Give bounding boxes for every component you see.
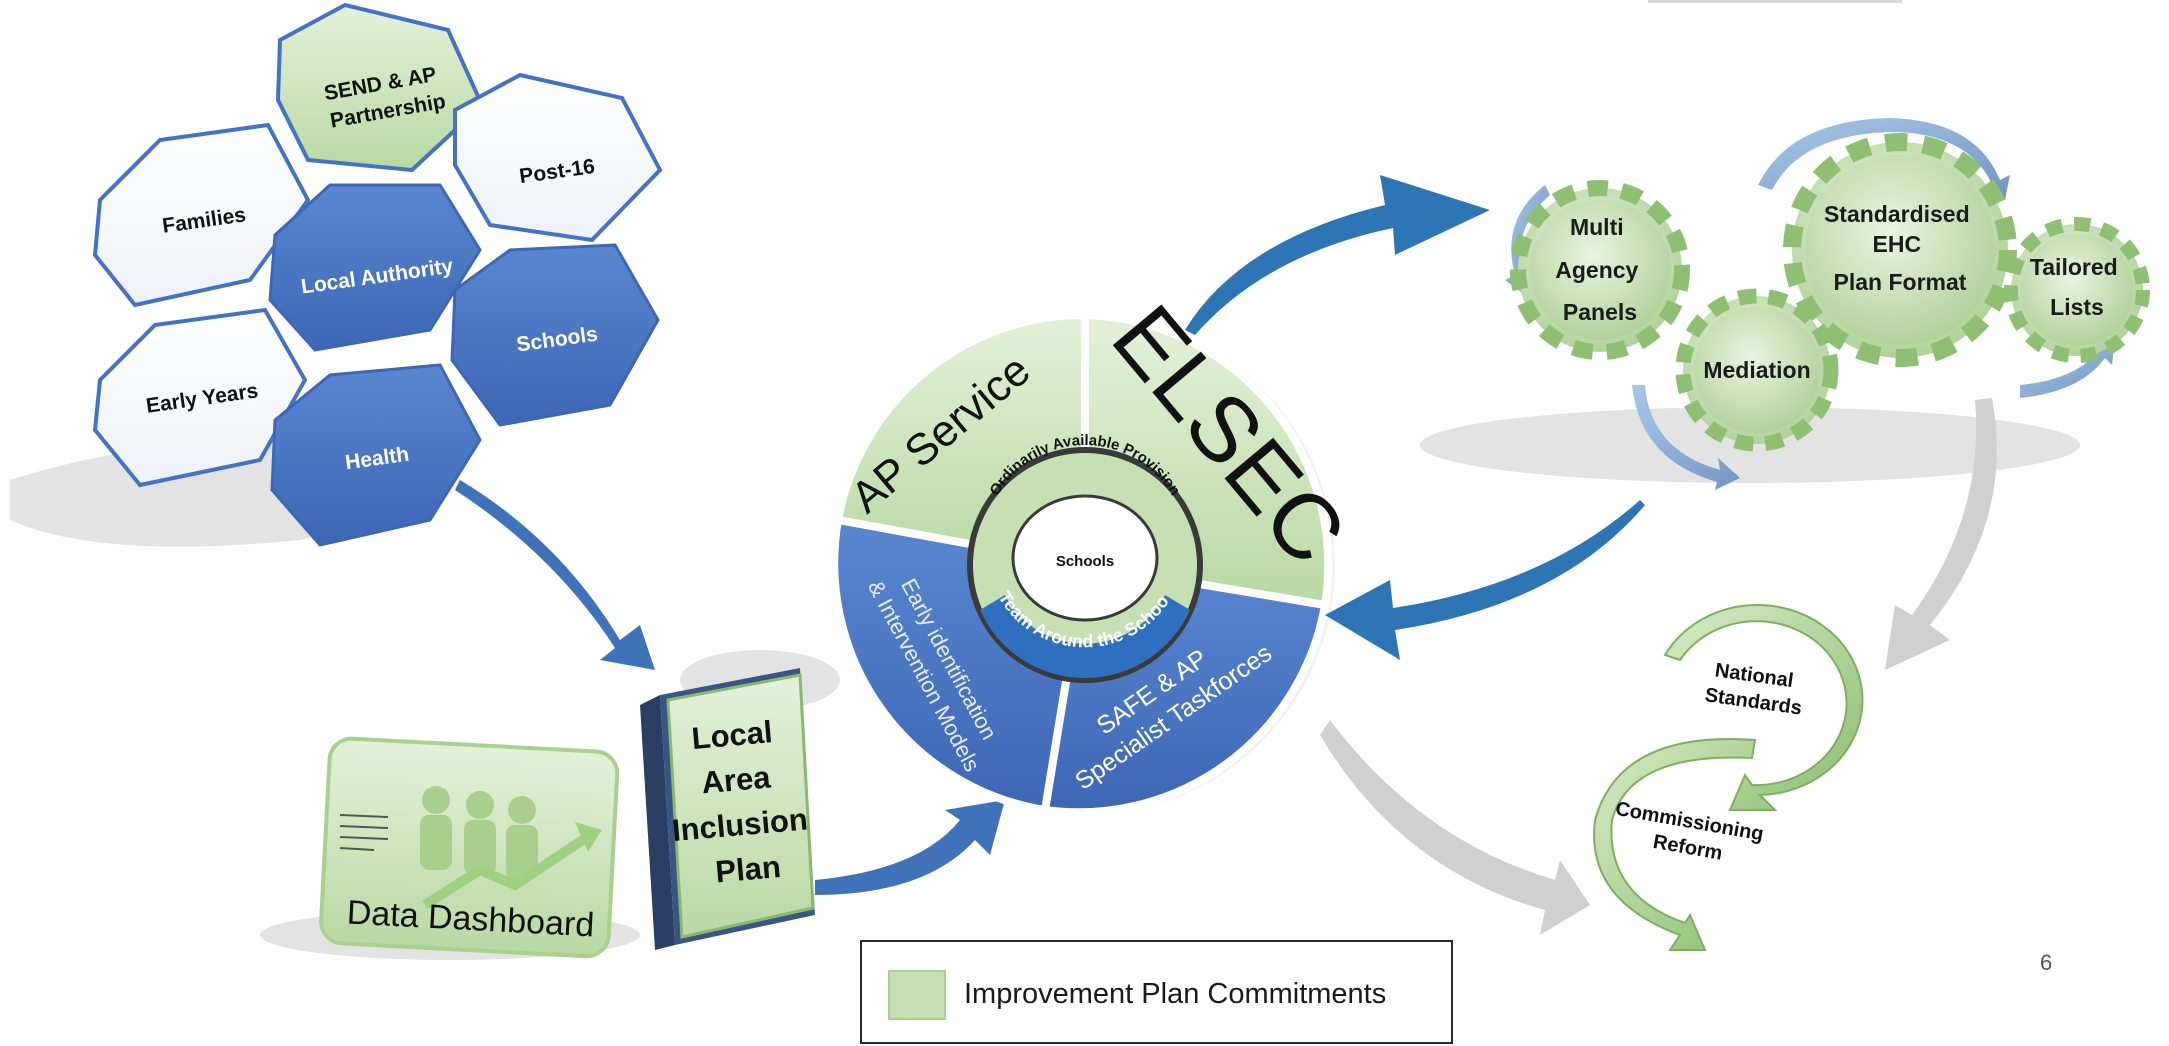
arrow-wheel-to-gears	[1185, 175, 1490, 335]
plan-line2: Area	[700, 759, 772, 800]
gear-tailored: Tailored Lists	[2004, 217, 2150, 363]
svg-text:Tailored Lists: Tailored Lists	[2030, 254, 2124, 320]
gear-multi-agency: Multi Agency Panels	[1510, 180, 1690, 360]
gear-mediation: Mediation	[1675, 288, 1839, 452]
inclusion-plan-book: Local Area Inclusion Plan	[640, 668, 815, 950]
cycle-arc-right	[2020, 340, 2115, 398]
top-rule	[1648, 0, 1902, 3]
hex-schools: Schools	[450, 243, 660, 427]
arrow-plan-to-wheel	[815, 800, 1005, 895]
gear-multi-line3: Panels	[1563, 299, 1637, 325]
arrow-health-to-plan	[455, 480, 655, 670]
gear-tailored-line1: Tailored	[2030, 254, 2118, 280]
gear-ehc-line2: EHC	[1873, 231, 1922, 257]
gear-tailored-line2: Lists	[2050, 294, 2104, 320]
page-number: 6	[2040, 950, 2053, 975]
arrow-grey-gears-to-reform	[1885, 398, 1997, 670]
reform-commissioning: Commissioning Reform	[1593, 738, 1765, 951]
core-schools-label: Schools	[1056, 553, 1114, 570]
svg-text:Standardised EHC P: Standardised EHC Plan Format	[1824, 201, 1976, 295]
data-dashboard: Data Dashboard	[319, 736, 620, 959]
cycle-arc-bottom-left	[1632, 385, 1740, 490]
core-schools	[1011, 494, 1159, 622]
ring-team-around	[980, 595, 1190, 679]
gear-ehc: Standardised EHC Plan Format	[1783, 133, 2017, 367]
gear-mediation-label: Mediation	[1703, 357, 1810, 383]
legend-label: Improvement Plan Commitments	[964, 978, 1387, 1010]
gear-multi-line2: Agency	[1555, 257, 1638, 283]
gear-ehc-line3: Plan Format	[1834, 269, 1967, 295]
plan-line4: Plan	[714, 849, 782, 890]
svg-text:National Standards: National Standards	[1703, 658, 1807, 719]
people-icon	[420, 786, 538, 880]
hex-send-ap: SEND & AP Partnership	[275, 2, 485, 173]
dashboard-lines	[339, 814, 389, 851]
arrow-grey-wheel-to-reform	[1320, 720, 1590, 935]
cycle-arc-left	[1505, 185, 1550, 295]
plan-line1: Local	[690, 714, 774, 756]
legend: Improvement Plan Commitments	[860, 940, 1453, 1044]
hex-post16: Post-16	[453, 72, 663, 243]
gear-ehc-line1: Standardised	[1824, 201, 1970, 227]
gear-multi-line1: Multi	[1570, 214, 1624, 240]
arrow-gears-to-wheel	[1325, 500, 1645, 660]
trend-arrow-icon	[422, 830, 593, 910]
svg-text:Multi Agency Panel: Multi Agency Panels	[1555, 214, 1644, 325]
hex-local-authority: Local Authority	[268, 183, 482, 352]
legend-swatch	[888, 970, 946, 1020]
reform-national-standards: National Standards	[1663, 604, 1864, 811]
cycle-arc-top	[1758, 118, 2010, 200]
hex-families: Families	[92, 122, 311, 308]
hex-health: Health	[270, 363, 482, 547]
